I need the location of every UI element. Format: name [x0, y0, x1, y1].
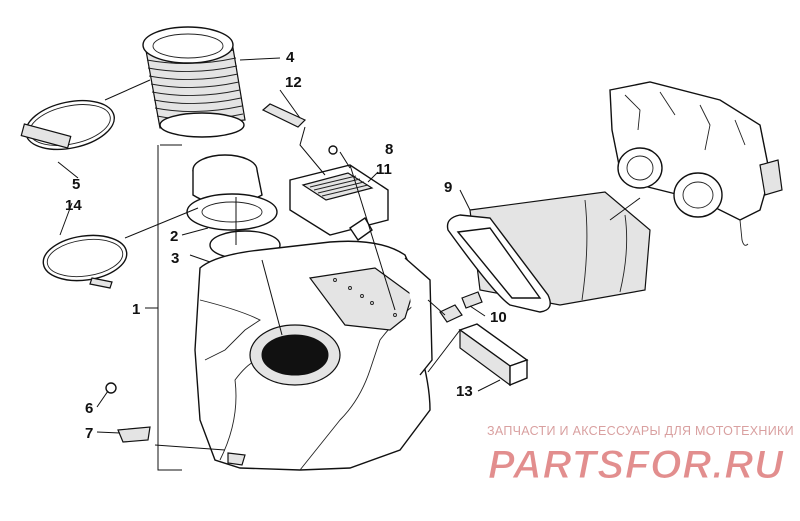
- coupler: [186, 154, 281, 260]
- leader-lines: [57, 57, 641, 471]
- svg-text:PARTSFOR.RU: PARTSFOR.RU: [488, 443, 784, 487]
- callout-6: 6: [85, 400, 93, 417]
- clamp-small: [42, 234, 128, 289]
- intake-duct: [446, 191, 651, 313]
- clamp-large: [20, 99, 115, 151]
- screw: [328, 145, 338, 155]
- callout-10: 10: [490, 309, 507, 326]
- callout-11: 11: [376, 161, 392, 178]
- callout-8: 8: [385, 141, 393, 158]
- watermark-logo: PARTSFOR.RU: [488, 443, 784, 488]
- callout-4: 4: [286, 49, 295, 66]
- carburetor-assembly: [609, 81, 783, 246]
- callout-13: 13: [456, 383, 473, 400]
- bracket: [117, 426, 151, 443]
- callout-1: 1: [132, 301, 140, 318]
- bellows-boot: [142, 26, 246, 138]
- callout-12: 12: [285, 74, 302, 91]
- callout-numbers: 1 2 3 4 5 6 7 8 9 10 11 12 13 14: [65, 49, 507, 442]
- callout-2: 2: [170, 228, 178, 245]
- callout-14: 14: [65, 197, 82, 214]
- airbox-body: [194, 240, 433, 471]
- callout-9: 9: [444, 179, 452, 196]
- callout-3: 3: [171, 250, 179, 267]
- callout-7: 7: [85, 425, 93, 442]
- hose-fittings: [439, 291, 483, 323]
- grommet: [105, 382, 117, 394]
- foam-block: [458, 323, 529, 387]
- watermark-tagline: ЗАПЧАСТИ И АКСЕССУАРЫ ДЛЯ МОТОТЕХНИКИ: [487, 424, 794, 438]
- foam-strip: [261, 103, 307, 128]
- callout-5: 5: [72, 176, 80, 193]
